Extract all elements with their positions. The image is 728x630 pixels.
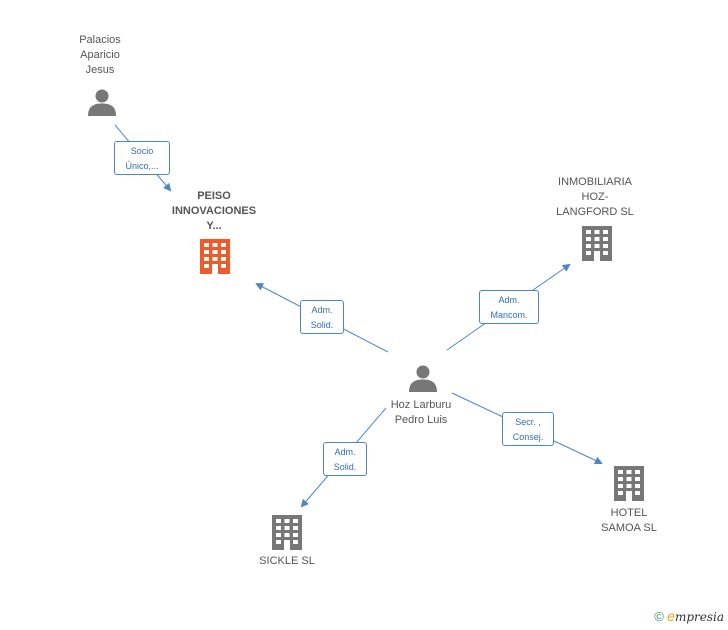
node-label-inmobiliaria[interactable]: INMOBILIARIA HOZ- LANGFORD SL bbox=[556, 176, 634, 218]
building-icon-hotel[interactable] bbox=[614, 466, 644, 501]
node-label-hoz[interactable]: Hoz Larburu Pedro Luis bbox=[390, 399, 452, 426]
copyright-icon: © bbox=[654, 609, 664, 624]
node-label-hotel[interactable]: HOTEL SAMOA SL bbox=[601, 507, 657, 534]
relation-secr-consej[interactable]: Secr. , Consej. bbox=[502, 412, 554, 446]
empresia-logo-e: e bbox=[667, 608, 675, 624]
person-icon[interactable] bbox=[409, 365, 437, 393]
relation-adm-solid-sickle[interactable]: Adm. Solid. bbox=[323, 442, 367, 476]
building-icon-inmobiliaria[interactable] bbox=[582, 226, 612, 261]
relation-socio-unico[interactable]: Socio Único,... bbox=[114, 141, 170, 175]
relation-adm-mancom[interactable]: Adm. Mancom. bbox=[479, 290, 539, 324]
empresia-logo-text: mpresia bbox=[674, 610, 724, 624]
person-icon[interactable] bbox=[88, 89, 116, 117]
node-label-sickle[interactable]: SICKLE SL bbox=[259, 555, 315, 567]
building-icon-peiso[interactable] bbox=[200, 239, 230, 274]
relation-adm-solid-peiso[interactable]: Adm. Solid. bbox=[300, 300, 344, 334]
node-label-palacios[interactable]: Palacios Aparicio Jesus bbox=[79, 34, 121, 76]
building-icon-sickle[interactable] bbox=[272, 515, 302, 550]
node-label-peiso[interactable]: PEISO INNOVACIONES Y... bbox=[171, 190, 257, 232]
footer-brand: © empresia bbox=[654, 608, 724, 624]
